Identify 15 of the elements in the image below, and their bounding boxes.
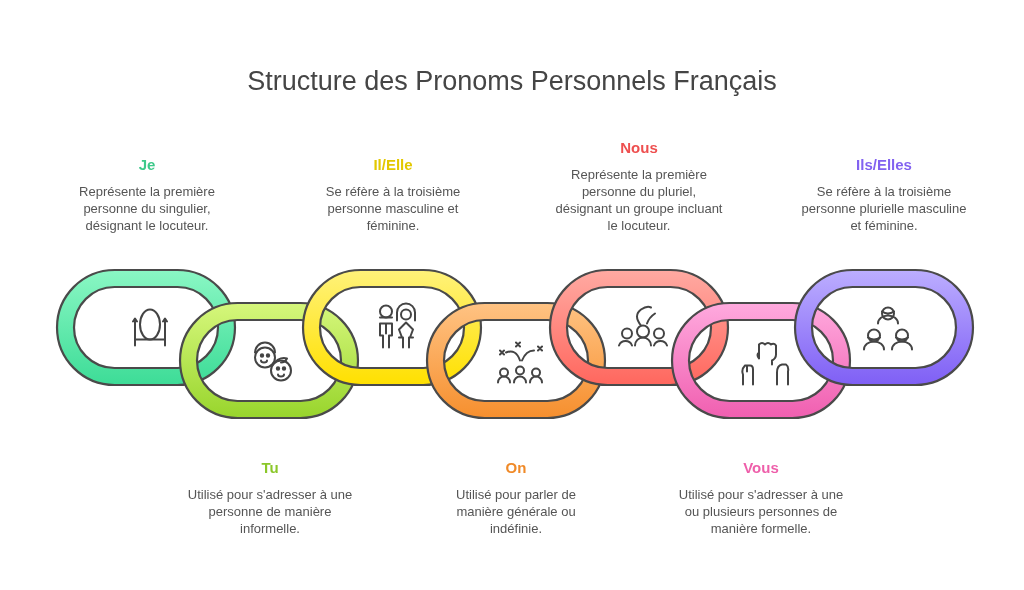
pronoun-description: Utilisé pour parler de manière générale ou indéfinie. bbox=[455, 486, 577, 537]
pronoun-description: Se réfère à la troisième personne masculine et féminine. bbox=[324, 183, 462, 234]
diagram-title: Structure des Pronoms Personnels Français bbox=[246, 66, 778, 97]
pronoun-heading: Tu bbox=[261, 459, 279, 476]
pronoun-heading: Nous bbox=[620, 139, 658, 156]
pronoun-description: Utilisé pour s'adresser à une personne de manière informelle. bbox=[186, 486, 354, 537]
pronoun-heading: On bbox=[505, 459, 527, 476]
pronoun-description: Utilisé pour s'adresser à une ou plusieurs personnes de manière formelle. bbox=[677, 486, 845, 537]
pronoun-heading: Je bbox=[138, 156, 156, 173]
pronoun-description: Représente la première personne du singulier, désignant le locuteur. bbox=[78, 183, 216, 234]
pronoun-heading: Il/Elle bbox=[373, 156, 413, 173]
pronoun-heading: Ils/Elles bbox=[856, 156, 912, 173]
pronoun-description: Représente la première personne du pluriel, désignant un groupe incluant le locuteur. bbox=[555, 166, 723, 234]
pronoun-heading: Vous bbox=[743, 459, 779, 476]
pronoun-description: Se réfère à la troisième personne plurielle masculine et féminine. bbox=[800, 183, 968, 234]
